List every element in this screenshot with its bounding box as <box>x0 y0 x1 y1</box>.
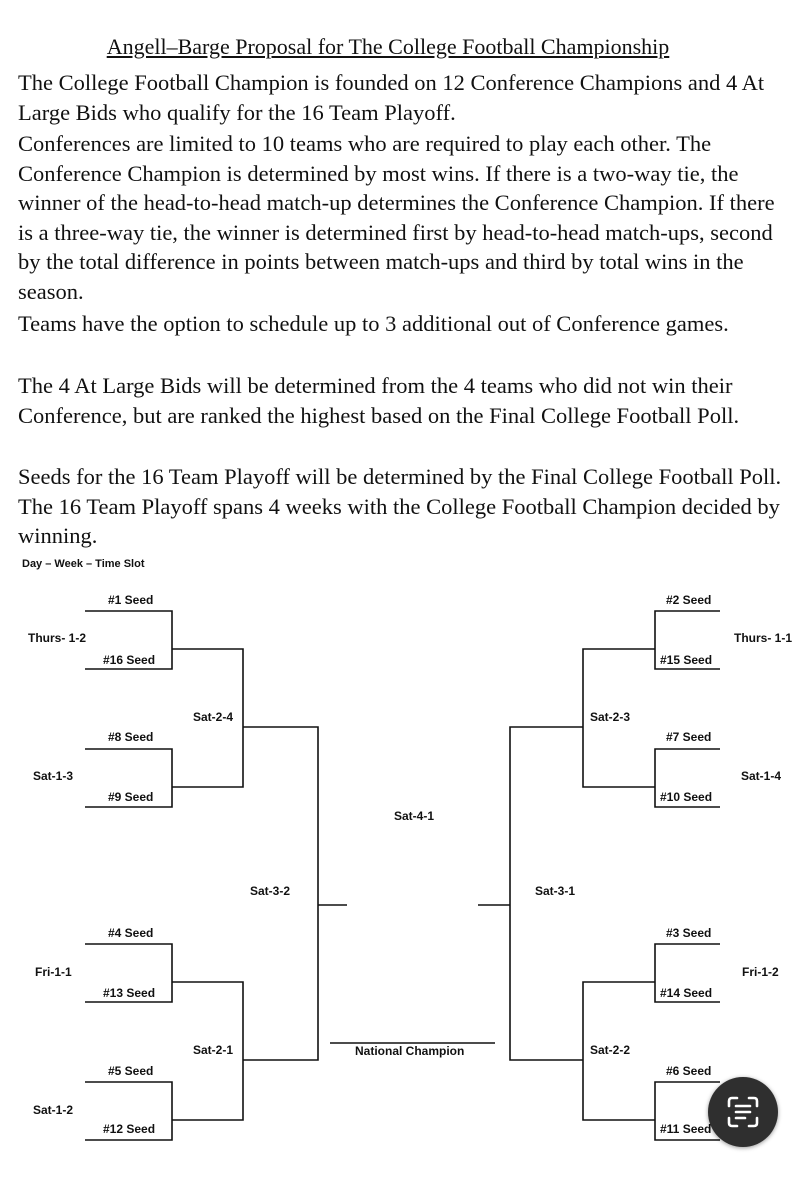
bracket-line <box>509 726 583 1061</box>
document-scan-button[interactable] <box>708 1077 778 1147</box>
time-slot-label: Sat-2-2 <box>590 1043 630 1057</box>
bracket-legend: Day – Week – Time Slot <box>22 558 145 570</box>
bracket-line <box>85 943 173 1003</box>
bracket-line <box>654 610 720 670</box>
bracket-line <box>85 610 173 670</box>
paragraph-scheduling: Teams have the option to schedule up to … <box>18 311 729 336</box>
time-slot-label: Fri-1-1 <box>35 965 72 979</box>
time-slot-label: Sat-2-3 <box>590 710 630 724</box>
seed-label: #7 Seed <box>666 730 711 744</box>
seed-label: #9 Seed <box>108 790 153 804</box>
seed-label: #8 Seed <box>108 730 153 744</box>
seed-label: #12 Seed <box>103 1122 155 1136</box>
seed-label: #6 Seed <box>666 1064 711 1078</box>
bracket-line <box>654 1081 720 1141</box>
bracket-line <box>654 748 720 808</box>
time-slot-label: Thurs- 1-1 <box>734 631 792 645</box>
time-slot-label: Fri-1-2 <box>742 965 779 979</box>
seed-label: #13 Seed <box>103 986 155 1000</box>
final-slot-label: Sat-4-1 <box>394 809 434 823</box>
seed-label: #16 Seed <box>103 653 155 667</box>
seed-label: #15 Seed <box>660 653 712 667</box>
document-scan-icon <box>727 1096 759 1128</box>
time-slot-label: Sat-2-1 <box>193 1043 233 1057</box>
bracket-line <box>172 981 244 1121</box>
paragraph-seeding: Seeds for the 16 Team Playoff will be de… <box>18 464 782 548</box>
paragraph-intro: The College Football Champion is founded… <box>18 70 765 125</box>
bracket-line <box>85 748 173 808</box>
seed-label: #3 Seed <box>666 926 711 940</box>
seed-label: #14 Seed <box>660 986 712 1000</box>
time-slot-label: Sat-2-4 <box>193 710 233 724</box>
national-champion-label: National Champion <box>355 1044 464 1058</box>
paragraph-conference-rules: Conferences are limited to 10 teams who … <box>18 131 775 304</box>
bracket-line <box>172 648 244 788</box>
bracket-line <box>654 943 720 1003</box>
bracket-line <box>582 648 655 788</box>
page-title: Angell–Barge Proposal for The College Fo… <box>106 34 670 59</box>
bracket-line <box>582 981 655 1121</box>
time-slot-label: Sat-1-3 <box>33 769 73 783</box>
seed-label: #10 Seed <box>660 790 712 804</box>
time-slot-label: Sat-1-4 <box>741 769 781 783</box>
time-slot-label: Thurs- 1-2 <box>28 631 86 645</box>
seed-label: #4 Seed <box>108 926 153 940</box>
bracket-lines <box>85 610 720 1141</box>
time-slot-label: Sat-3-1 <box>535 884 575 898</box>
time-slot-label: Sat-1-2 <box>33 1103 73 1117</box>
paragraph-at-large-bids: The 4 At Large Bids will be determined f… <box>18 373 740 428</box>
seed-label: #1 Seed <box>108 593 153 607</box>
seed-label: #2 Seed <box>666 593 711 607</box>
bracket-line <box>85 1081 173 1141</box>
seed-label: #11 Seed <box>660 1122 711 1136</box>
bracket-line <box>243 726 319 1061</box>
seed-label: #5 Seed <box>108 1064 153 1078</box>
time-slot-label: Sat-3-2 <box>250 884 290 898</box>
